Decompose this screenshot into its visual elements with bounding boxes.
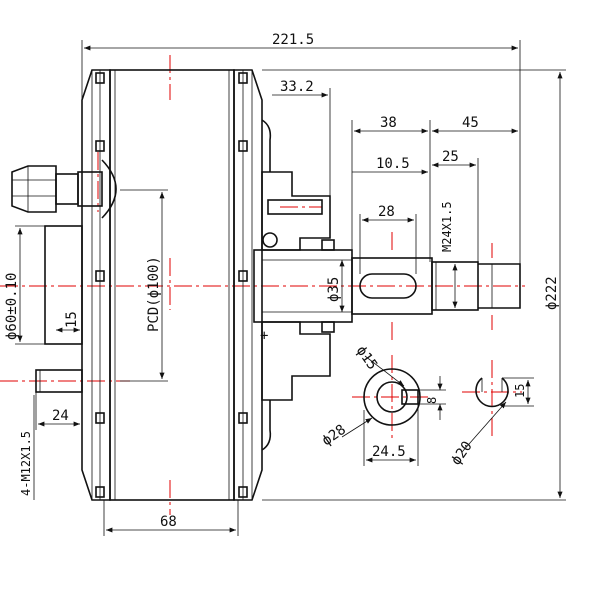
dim-shaft-dia-35: ϕ35 xyxy=(326,277,342,302)
dim-hub-dia-60: ϕ60±0.10 xyxy=(4,273,20,340)
left-rim-flange xyxy=(81,69,111,501)
output-shaft xyxy=(351,257,521,315)
dimension-lines xyxy=(15,40,566,536)
dim-keyway-28: 28 xyxy=(378,204,395,220)
dim-bolt-thread: 4-M12X1.5 xyxy=(19,431,33,496)
dim-15-left: 15 xyxy=(64,311,80,328)
dim-8: 8 xyxy=(425,397,439,404)
dim-thread-m24: M24X1.5 xyxy=(440,201,454,252)
dimension-labels: 221.5 33.2 38 45 10.5 25 28 M24X1.5 ϕ35 … xyxy=(4,32,560,530)
plus-mark: + xyxy=(260,328,268,344)
dim-shaft-25: 25 xyxy=(442,149,459,165)
dim-24: 24 xyxy=(52,408,69,424)
dim-24-5: 24.5 xyxy=(372,444,406,460)
thread-section xyxy=(475,377,509,408)
dim-15-right: 15 xyxy=(513,384,527,398)
motor-drum xyxy=(109,69,235,501)
left-hub-boss xyxy=(35,225,83,393)
dim-pcd: PCD(ϕ100) xyxy=(146,256,162,332)
dim-width-68: 68 xyxy=(160,514,177,530)
dim-overall-length: 221.5 xyxy=(272,32,314,48)
dim-flange-offset: 33.2 xyxy=(280,79,314,95)
dim-shaft-10-5: 10.5 xyxy=(376,156,410,172)
dim-overall-dia: ϕ222 xyxy=(544,276,560,310)
dim-shaft-38: 38 xyxy=(380,115,397,131)
dim-shaft-45: 45 xyxy=(462,115,479,131)
dim-dia-20: ϕ20 xyxy=(448,438,476,468)
cable-gland-icon xyxy=(11,159,117,219)
dim-dia-28: ϕ28 xyxy=(319,422,349,450)
keyway-section xyxy=(363,368,421,426)
dim-dia-15: ϕ15 xyxy=(353,343,381,373)
right-rim-flange xyxy=(233,69,263,501)
